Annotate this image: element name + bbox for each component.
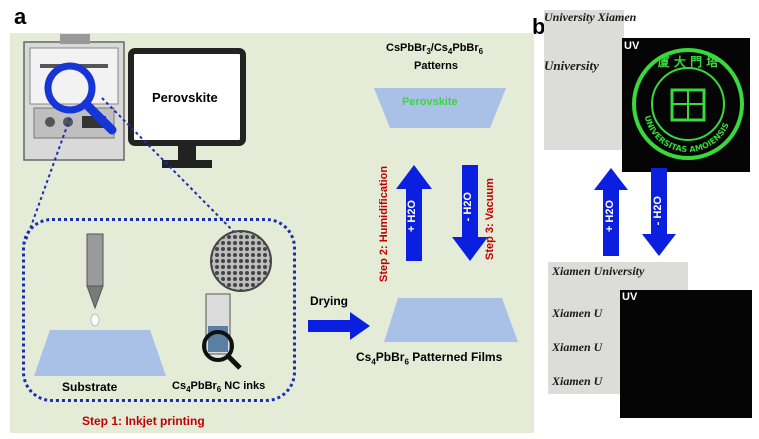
uv-image-bottom — [620, 290, 752, 418]
uv-label-bottom: UV — [622, 291, 638, 303]
top-film-shape — [374, 88, 506, 128]
inkjet-inset-box — [22, 218, 296, 402]
step2-label: Step 2: Humidification — [378, 165, 390, 282]
panel-b-up-arrow-icon — [594, 168, 628, 256]
panel-b-down-arrow-icon — [642, 168, 676, 256]
bottom-photo-text-3: Xiamen U — [552, 340, 603, 354]
university-seal-icon: 厦 大 門 塔 UNIVERSITAS AMOIENSIS — [632, 48, 744, 160]
bottom-film-shape — [384, 298, 518, 342]
step1-label: Step 1: Inkjet printing — [82, 414, 205, 428]
top-photo-text-2: University — [544, 58, 599, 73]
top-paper-photo — [544, 10, 624, 150]
ink-vial-icon — [202, 293, 242, 370]
bottom-film-label: Cs4PbBr6 Patterned Films — [356, 350, 503, 367]
ink-label: Cs4PbBr6 NC inks — [172, 380, 266, 395]
panel-b-letter: b — [532, 14, 546, 39]
bottom-photo-text-2: Xiamen U — [552, 306, 603, 320]
minus-h2o-label: - H2O — [462, 192, 474, 222]
panel-a-letter: a — [14, 4, 27, 29]
top-film-label: CsPbBr3/Cs4PbBr6 — [386, 42, 484, 57]
drying-label: Drying — [310, 294, 349, 308]
plus-h2o-label: + H2O — [406, 200, 418, 233]
drying-arrow-icon — [308, 312, 370, 340]
bottom-photo-text-4: Xiamen U — [552, 374, 603, 388]
top-photo-text-1: University Xiamen — [544, 10, 637, 24]
uv-label-top: UV — [624, 40, 640, 52]
nanocrystal-zoom-icon — [210, 230, 272, 292]
monitor-perovskite-text: Perovskite — [152, 90, 218, 105]
top-film-perovskite-text: Perovskite — [402, 96, 458, 108]
svg-text:厦 大 門 塔: 厦 大 門 塔 — [658, 54, 720, 69]
nozzle-icon — [86, 233, 104, 327]
monitor-icon — [128, 48, 246, 168]
bottom-photo-text-1: Xiamen University — [552, 264, 645, 278]
top-film-label-line2: Patterns — [414, 60, 459, 72]
humidification-up-arrow-icon — [396, 165, 432, 261]
panel-b-plus-h2o-label: + H2O — [604, 200, 616, 233]
vacuum-down-arrow-icon — [452, 165, 488, 261]
substrate-shape — [34, 330, 166, 376]
panel-b-minus-h2o-label: - H2O — [652, 196, 664, 226]
magnifier-icon — [44, 62, 117, 135]
substrate-label: Substrate — [62, 380, 118, 394]
connector-dotted-lines — [24, 97, 241, 244]
